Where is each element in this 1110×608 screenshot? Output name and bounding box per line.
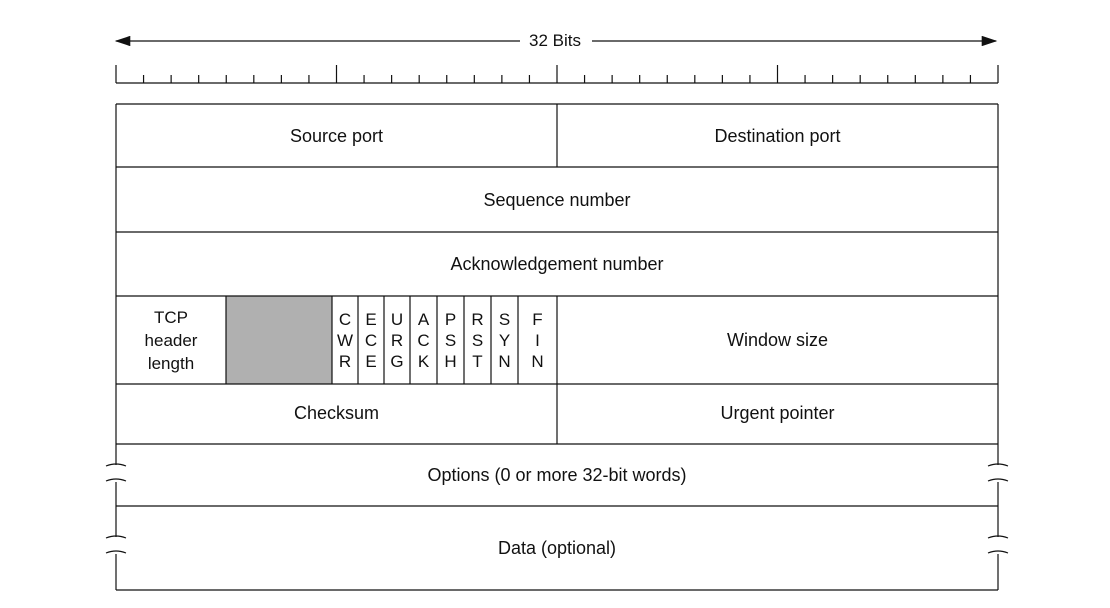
flag-letter: U bbox=[390, 309, 404, 329]
flag-letter: F bbox=[532, 309, 543, 329]
flag-letter: K bbox=[417, 351, 430, 371]
flag-letter: E bbox=[365, 351, 377, 371]
flag-letter: N bbox=[498, 351, 511, 371]
flag-letter: H bbox=[444, 351, 457, 371]
flag-letter: R bbox=[338, 351, 352, 371]
flag-letter: G bbox=[390, 351, 404, 371]
acknowledgement-number-field: Acknowledgement number bbox=[450, 254, 664, 274]
tcp-header-length-line: TCP bbox=[154, 307, 188, 327]
flag-letter: C bbox=[364, 330, 378, 350]
flag-letter: I bbox=[535, 330, 540, 350]
flag-letter: N bbox=[531, 351, 544, 371]
break-marks bbox=[105, 463, 1009, 554]
checksum-field: Checksum bbox=[293, 403, 380, 423]
window-size-field: Window size bbox=[726, 330, 829, 350]
tcp-header-length-line: length bbox=[147, 353, 195, 373]
flag-letter: C bbox=[338, 309, 352, 329]
bit-ruler bbox=[115, 65, 999, 84]
flag-letter: S bbox=[498, 309, 511, 329]
flag-letter: W bbox=[336, 330, 354, 350]
flag-letter: S bbox=[471, 330, 484, 350]
tcp-header-length-field: TCP header length bbox=[116, 296, 226, 384]
tcp-header-length-line: header bbox=[144, 330, 198, 350]
source-port-field: Source port bbox=[289, 125, 384, 146]
options-field: Options (0 or more 32-bit words) bbox=[427, 465, 687, 485]
urgent-pointer-field: Urgent pointer bbox=[720, 403, 835, 423]
flag-letter: S bbox=[444, 330, 457, 350]
width-label: 32 Bits bbox=[520, 30, 590, 52]
flag-letter: T bbox=[472, 351, 483, 371]
flag-letter: R bbox=[390, 330, 404, 350]
header-grid bbox=[115, 103, 999, 591]
flag-letter: P bbox=[444, 309, 457, 329]
reserved-bits-block bbox=[226, 296, 332, 384]
sequence-number-field: Sequence number bbox=[483, 189, 631, 210]
flag-letter: Y bbox=[498, 330, 511, 350]
flag-letter: E bbox=[365, 309, 377, 329]
data-field: Data (optional) bbox=[497, 538, 617, 558]
flag-letter: A bbox=[417, 309, 430, 329]
flag-letter: R bbox=[471, 309, 484, 329]
destination-port-field: Destination port bbox=[714, 125, 841, 146]
flag-letter: C bbox=[417, 330, 430, 350]
